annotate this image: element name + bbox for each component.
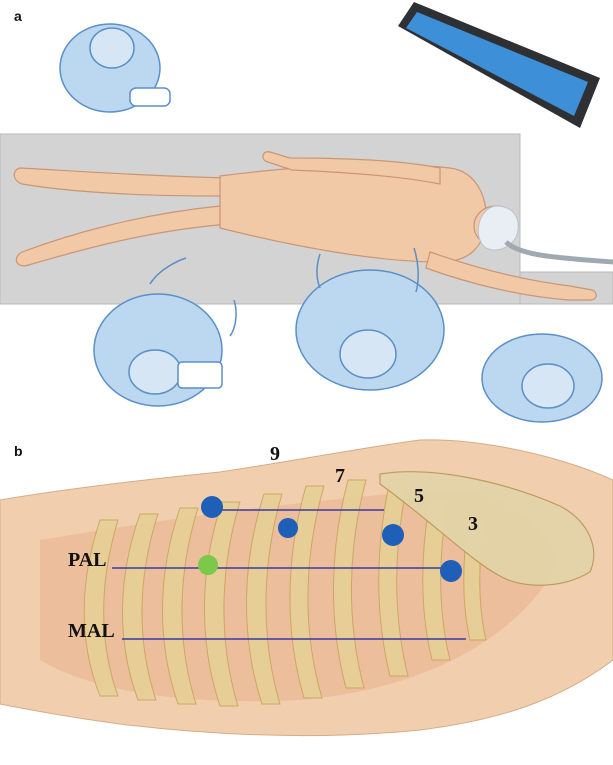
port-marker-blue: [201, 496, 223, 518]
scapula: [379, 471, 595, 586]
port-marker-blue: [382, 524, 404, 546]
panel-b-label: b: [14, 443, 23, 459]
surgeon-figure: [59, 23, 171, 113]
mal-label: MAL: [68, 620, 115, 642]
panel-a-label: a: [14, 8, 22, 24]
thorax-skin: [0, 439, 613, 737]
rib-number-7: 7: [335, 465, 345, 487]
port-marker-blue: [440, 560, 462, 582]
monitor-icon: [398, 2, 600, 128]
panel-a-illustration: [0, 2, 613, 423]
rib-number-5: 5: [414, 485, 424, 507]
rib-number-9: 9: [270, 443, 280, 465]
assistant-figure-center: [295, 247, 445, 391]
rib-number-3: 3: [468, 513, 478, 535]
pal-label: PAL: [68, 549, 107, 571]
port-marker-green: [198, 555, 218, 575]
patient-body: [13, 151, 597, 301]
assistant-figure-left: [93, 257, 237, 407]
port-marker-blue: [278, 518, 298, 538]
nurse-figure: [481, 333, 603, 423]
ribs: [83, 479, 487, 707]
